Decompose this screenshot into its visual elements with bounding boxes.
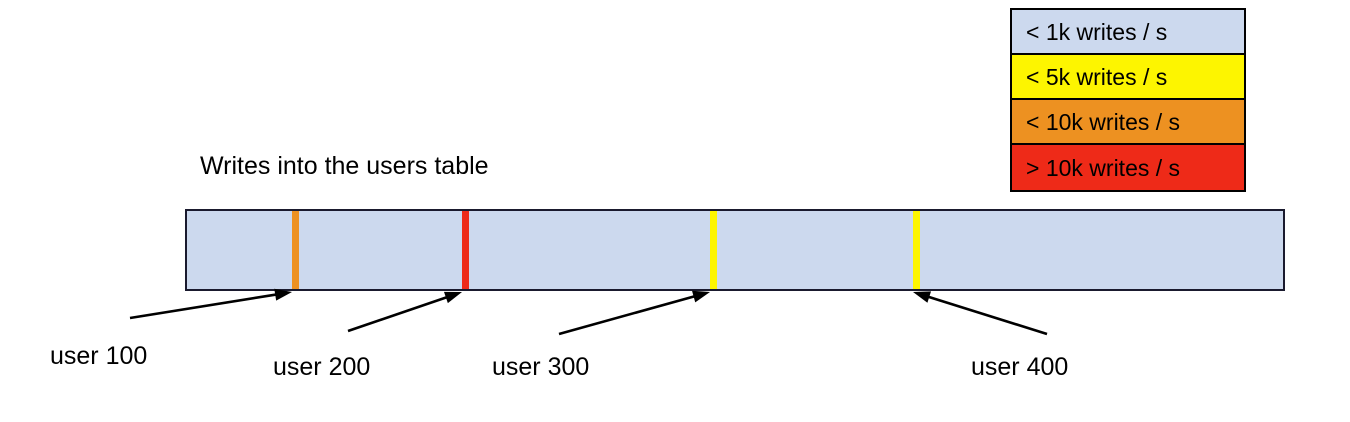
legend-row-under-10k: < 10k writes / s (1012, 100, 1244, 145)
callout-user-100-line (129, 292, 280, 320)
callout-user-200-line (347, 294, 451, 333)
legend-row-under-10k-label: < 10k writes / s (1026, 108, 1181, 135)
callout-user-400-arrowhead (913, 291, 932, 303)
legend-row-over-10k: > 10k writes / s (1012, 145, 1244, 190)
user-200-marker (462, 211, 469, 289)
user-400-marker (913, 211, 920, 289)
callout-user-400-line (925, 294, 1048, 336)
user-300-marker (710, 211, 717, 289)
legend-row-under-1k: < 1k writes / s (1012, 10, 1244, 55)
callout-user-400-label: user 400 (971, 353, 1069, 381)
callout-user-300-label: user 300 (492, 353, 590, 381)
callout-user-200-arrowhead (443, 291, 462, 304)
legend-row-over-10k-label: > 10k writes / s (1026, 154, 1181, 181)
page-title: Writes into the users table (200, 152, 489, 180)
legend-row-under-5k: < 5k writes / s (1012, 55, 1244, 100)
legend-row-under-5k-label: < 5k writes / s (1026, 63, 1168, 90)
callout-user-300-line (558, 294, 698, 336)
keyspace-bar (185, 209, 1285, 291)
legend-row-under-1k-label: < 1k writes / s (1026, 18, 1168, 45)
callout-user-100-label: user 100 (50, 342, 148, 370)
user-100-marker (292, 211, 299, 289)
callout-user-300-arrowhead (692, 290, 710, 303)
callout-user-200-label: user 200 (273, 353, 371, 381)
write-rate-legend: < 1k writes / s < 5k writes / s < 10k writ… (1010, 8, 1246, 192)
